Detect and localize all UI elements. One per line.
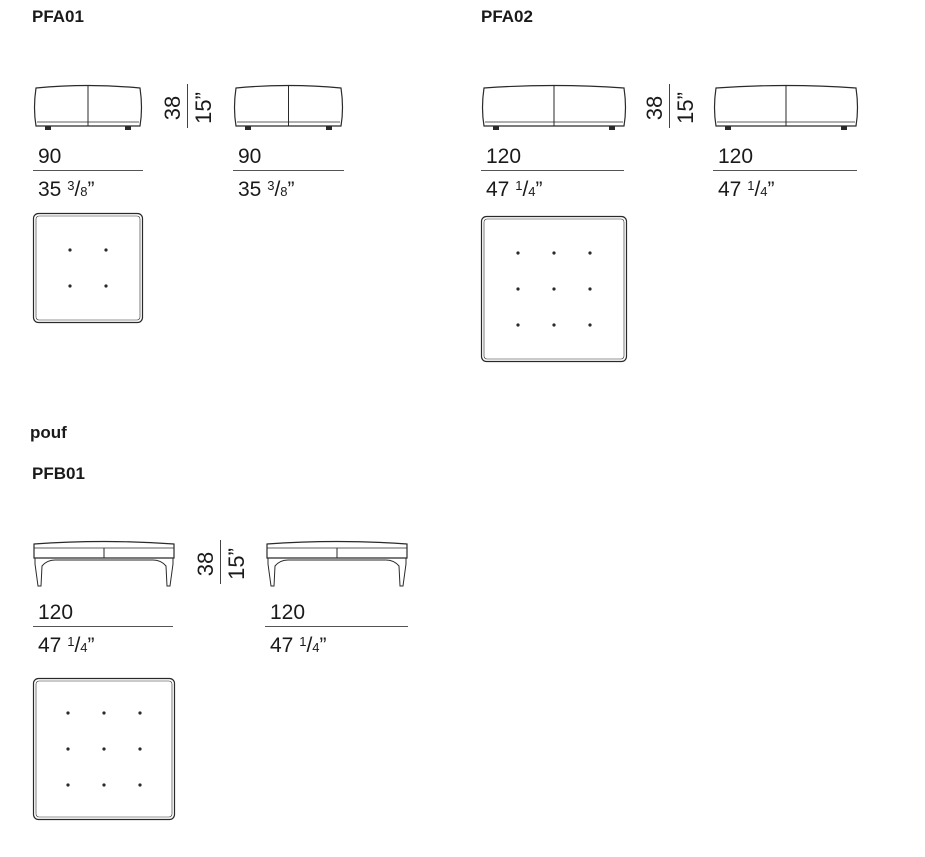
width-in: 35 3/8” — [238, 178, 295, 201]
inch-mark: ” — [287, 178, 295, 201]
side-view-pfb01 — [266, 540, 408, 587]
width-in-num: 1 — [299, 634, 307, 649]
width-dimension: 120 47 1/4” — [265, 602, 408, 659]
width-divider — [33, 170, 143, 171]
width-cm: 90 — [238, 145, 262, 168]
section-title-pfb01: PFB01 — [32, 464, 85, 483]
width-in-num: 3 — [267, 178, 275, 193]
width-in-whole: 47 — [270, 634, 294, 657]
width-in: 47 1/4” — [486, 178, 543, 201]
inch-mark: ” — [767, 178, 775, 201]
button-tuft-dot — [104, 284, 108, 288]
width-cm: 120 — [270, 601, 306, 624]
width-in-whole: 47 — [486, 178, 510, 201]
button-tuft-dot — [588, 287, 592, 291]
width-in-whole: 35 — [38, 178, 62, 201]
width-dimension: 90 35 3/8” — [233, 146, 344, 203]
width-cm: 90 — [38, 145, 62, 168]
width-divider — [33, 626, 173, 627]
top-view-pfb01 — [32, 677, 176, 821]
front-view-pfb01 — [33, 540, 175, 587]
inch-mark: ” — [535, 178, 543, 201]
width-divider — [233, 170, 344, 171]
height-in: 15” — [672, 92, 698, 124]
width-in-num: 3 — [67, 178, 75, 193]
width-in-den: 4 — [80, 640, 88, 655]
height-cm: 38 — [160, 95, 186, 121]
inch-mark: ” — [319, 634, 327, 657]
width-in-den: 4 — [312, 640, 320, 655]
button-tuft-dot — [138, 747, 142, 751]
side-view-pfa01 — [233, 84, 344, 130]
width-in-den: 4 — [760, 184, 768, 199]
inch-mark: ” — [87, 178, 95, 201]
front-view-pfa02 — [481, 84, 627, 130]
width-in: 35 3/8” — [38, 178, 95, 201]
width-cm: 120 — [718, 145, 754, 168]
button-tuft-dot — [516, 251, 520, 255]
height-divider — [220, 540, 221, 584]
height-cm: 38 — [193, 551, 219, 577]
top-view-pfa02 — [480, 215, 628, 363]
width-dimension: 90 35 3/8” — [33, 146, 143, 203]
width-in-whole: 47 — [38, 634, 62, 657]
width-in-whole: 47 — [718, 178, 742, 201]
width-divider — [713, 170, 857, 171]
height-in: 15” — [223, 548, 249, 580]
button-tuft-dot — [66, 711, 70, 715]
side-view-pfa02 — [713, 84, 859, 130]
button-tuft-dot — [588, 323, 592, 327]
button-tuft-dot — [138, 783, 142, 787]
button-tuft-dot — [66, 783, 70, 787]
inch-mark: ” — [87, 634, 95, 657]
button-tuft-dot — [552, 323, 556, 327]
height-in: 15” — [190, 92, 216, 124]
button-tuft-dot — [68, 248, 72, 252]
button-tuft-dot — [516, 287, 520, 291]
button-tuft-dot — [552, 251, 556, 255]
width-in-whole: 35 — [238, 178, 262, 201]
button-tuft-dot — [104, 248, 108, 252]
width-dimension: 120 47 1/4” — [713, 146, 857, 203]
height-divider — [669, 84, 670, 128]
width-in-num: 1 — [515, 178, 523, 193]
button-tuft-dot — [102, 783, 106, 787]
width-in: 47 1/4” — [38, 634, 95, 657]
width-in-den: 4 — [528, 184, 536, 199]
top-view-pfa01 — [32, 212, 144, 324]
section-title-pfa02: PFA02 — [481, 7, 533, 26]
height-cm: 38 — [642, 95, 668, 121]
front-view-pfa01 — [33, 84, 143, 130]
button-tuft-dot — [588, 251, 592, 255]
width-dimension: 120 47 1/4” — [481, 146, 624, 203]
width-in: 47 1/4” — [718, 178, 775, 201]
button-tuft-dot — [552, 287, 556, 291]
button-tuft-dot — [138, 711, 142, 715]
width-in-den: 8 — [80, 184, 88, 199]
button-tuft-dot — [66, 747, 70, 751]
section-title-pfa01: PFA01 — [32, 7, 84, 26]
width-in: 47 1/4” — [270, 634, 327, 657]
category-heading-pouf: pouf — [30, 423, 67, 442]
width-dimension: 120 47 1/4” — [33, 602, 173, 659]
width-cm: 120 — [486, 145, 522, 168]
width-cm: 120 — [38, 601, 74, 624]
width-in-den: 8 — [280, 184, 288, 199]
button-tuft-dot — [102, 747, 106, 751]
width-in-num: 1 — [67, 634, 75, 649]
width-divider — [481, 170, 624, 171]
height-divider — [187, 84, 188, 128]
button-tuft-dot — [68, 284, 72, 288]
button-tuft-dot — [516, 323, 520, 327]
button-tuft-dot — [102, 711, 106, 715]
width-in-num: 1 — [747, 178, 755, 193]
width-divider — [265, 626, 408, 627]
